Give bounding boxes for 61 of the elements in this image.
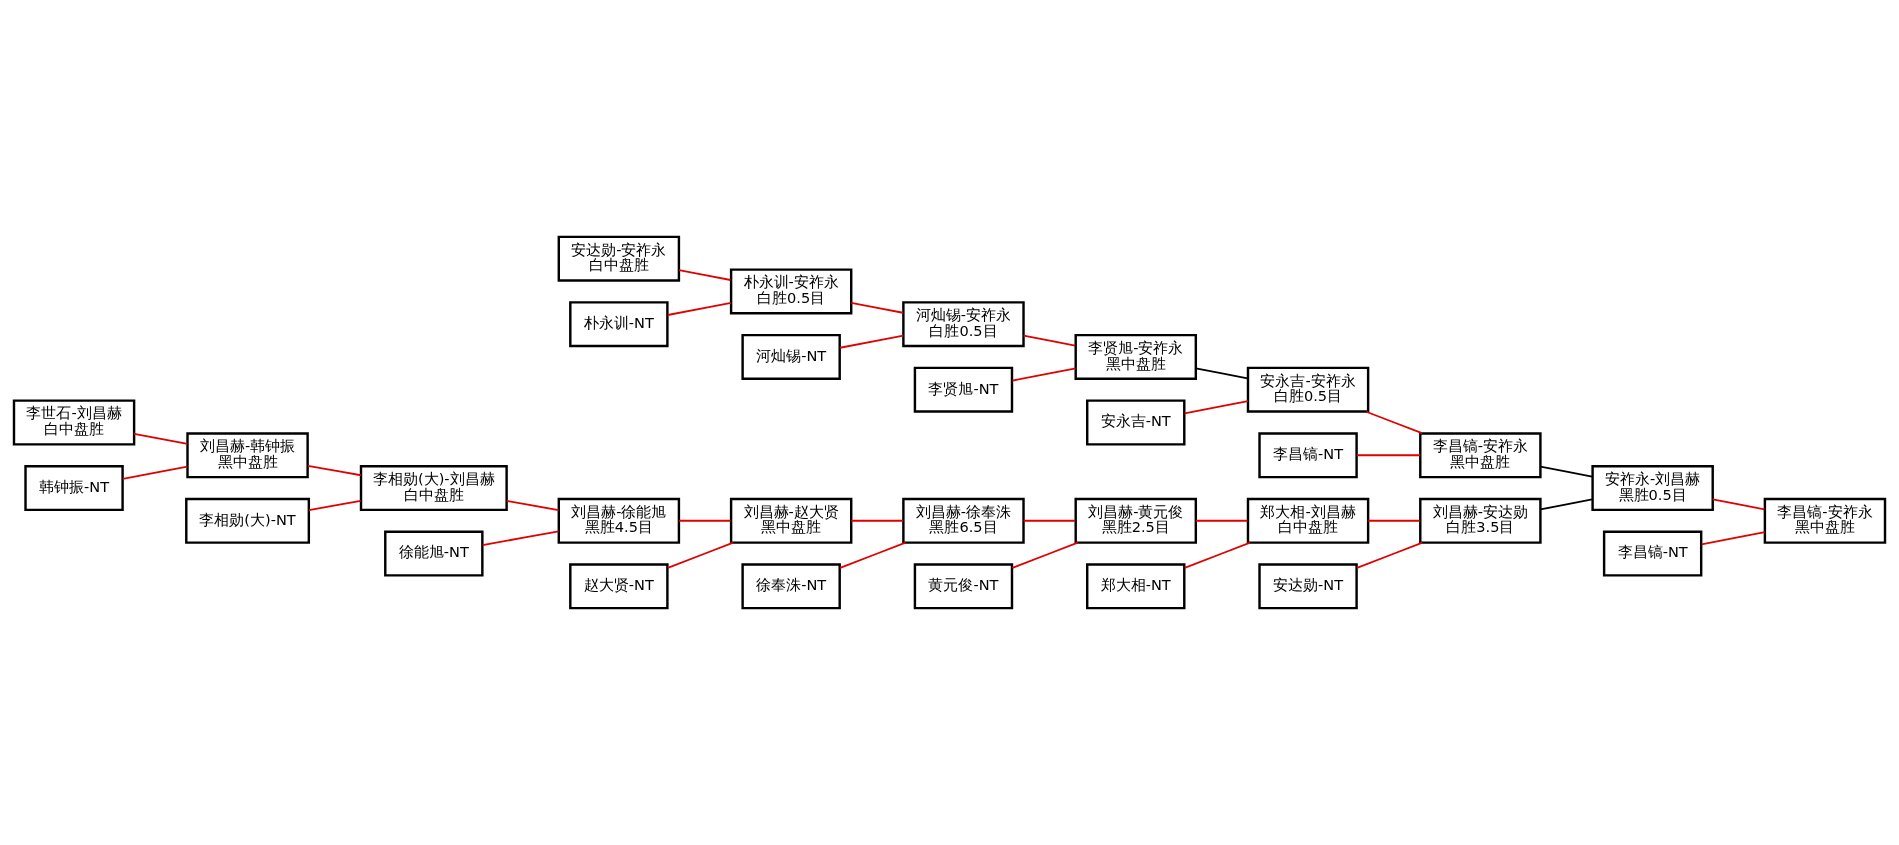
- node-box: 朴永训-NT: [569, 301, 669, 348]
- connector: [1365, 410, 1423, 435]
- node-box: 韩钟振-NT: [24, 464, 124, 512]
- connector: [505, 499, 560, 512]
- node-box: 李贤旭-安祚永 黑中盘胜: [1074, 333, 1198, 381]
- node-box: 刘昌赫-韩钟振 黑中盘胜: [186, 432, 309, 479]
- connector: [1700, 531, 1766, 546]
- connector: [122, 465, 189, 480]
- node-box: 赵大贤-NT: [569, 563, 669, 610]
- connector: [678, 519, 732, 522]
- node-box: 刘昌赫-徐能旭 黑胜4.5目: [557, 497, 681, 544]
- connector: [1183, 541, 1251, 569]
- node-box: 徐奉洙-NT: [741, 563, 841, 610]
- connector: [308, 499, 362, 511]
- node-box: 徐能旭-NT: [384, 530, 484, 577]
- connector: [1356, 454, 1422, 457]
- connector: [839, 541, 907, 569]
- connector: [133, 432, 189, 445]
- node-box: 李昌镐-安祚永 黑中盘胜: [1763, 497, 1887, 544]
- connector: [1195, 519, 1249, 522]
- connector: [1367, 519, 1421, 522]
- node-box: 刘昌赫-安达勋 白胜3.5目: [1419, 497, 1542, 544]
- connector: [850, 519, 904, 522]
- connector: [1022, 334, 1077, 347]
- node-box: 安达勋-安祚永 白中盘胜: [557, 235, 681, 282]
- node-box: 黄元俊-NT: [913, 563, 1014, 610]
- node-box: 李贤旭-NT: [913, 366, 1014, 413]
- connector: [839, 334, 905, 349]
- connector: [1195, 367, 1249, 380]
- node-box: 河灿锡-安祚永 白胜0.5目: [902, 301, 1025, 348]
- node-box: 安达勋-NT: [1258, 563, 1358, 610]
- connector: [1011, 367, 1077, 382]
- connector: [481, 530, 560, 546]
- connector: [850, 301, 904, 314]
- node-box: 刘昌赫-赵大贤 黑中盘胜: [729, 497, 853, 544]
- node-box: 李昌镐-NT: [1602, 530, 1703, 577]
- connector: [1183, 400, 1249, 415]
- node-box: 李世石-刘昌赫 白中盘胜: [12, 399, 136, 446]
- node-box: 李昌镐-安祚永 黑中盘胜: [1419, 432, 1542, 479]
- connector: [1711, 498, 1766, 511]
- node-box: 郑大相-NT: [1086, 563, 1186, 610]
- node-box: 李昌镐-NT: [1258, 432, 1358, 479]
- node-box: 河灿锡-NT: [741, 333, 841, 381]
- node-box: 刘昌赫-黄元俊 黑胜2.5目: [1074, 497, 1198, 544]
- node-box: 郑大相-刘昌赫 白中盘胜: [1246, 497, 1370, 544]
- node-box: 李相勋(大)-NT: [185, 497, 311, 544]
- connector: [1022, 519, 1077, 522]
- node-box: 刘昌赫-徐奉洙 黑胜6.5目: [902, 497, 1025, 544]
- connector: [1011, 541, 1079, 569]
- node-box: 安永吉-安祚永 白胜0.5目: [1246, 366, 1370, 413]
- node-box: 李相勋(大)-刘昌赫 白中盘胜: [359, 464, 508, 512]
- node-box: 安祚永-刘昌赫 黑胜0.5目: [1591, 464, 1714, 512]
- connector: [1539, 465, 1593, 478]
- node-box: 朴永训-安祚永 白胜0.5目: [729, 268, 853, 315]
- connector: [307, 464, 362, 477]
- connector: [678, 269, 732, 281]
- connector: [666, 541, 735, 569]
- node-box: 安永吉-NT: [1086, 399, 1186, 446]
- connector: [666, 301, 732, 316]
- connector: [1539, 498, 1593, 511]
- connector: [1356, 541, 1424, 569]
